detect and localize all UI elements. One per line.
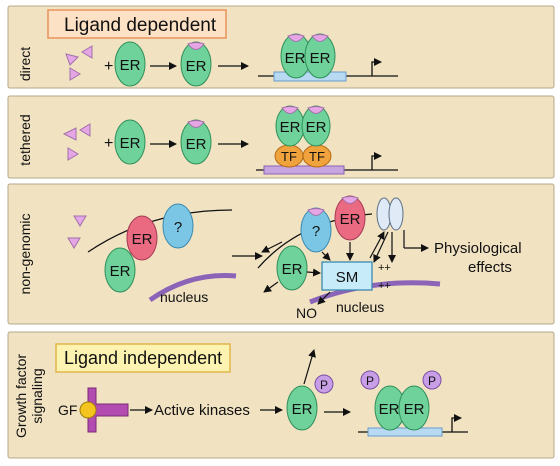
active-kinases-label: Active kinases xyxy=(154,402,250,419)
er-label: ER xyxy=(110,263,131,280)
side-label-tethered: tethered xyxy=(17,114,33,165)
phosphate-icon xyxy=(314,374,334,394)
ligand-dependent-header-box xyxy=(47,9,227,39)
panel-tethered: tethered + ER ER TF TF ER ER xyxy=(7,95,555,179)
dna-response-element xyxy=(263,165,345,175)
arrow xyxy=(261,241,283,253)
arrow xyxy=(306,268,321,277)
nucleus-label: nucleus xyxy=(160,289,208,305)
unknown-label: ? xyxy=(312,223,320,240)
ligand-independent-header-box xyxy=(55,343,231,373)
ligand-icon xyxy=(311,34,329,42)
er-label: ER xyxy=(186,136,207,153)
side-label-growth-factor: Growth factor xyxy=(13,354,29,438)
cell-membrane xyxy=(87,209,233,253)
plus-sign: + xyxy=(104,58,113,75)
panel-non-genomic: non-genomic nucleus nucleus ER ? ER ? ER xyxy=(7,183,555,325)
physiological-label: Physiological xyxy=(434,240,522,257)
er-receptor xyxy=(114,41,146,87)
nucleus-label: nucleus xyxy=(336,299,384,315)
dna-response-element xyxy=(273,71,347,82)
plus-sign: + xyxy=(104,135,113,152)
ligand-icon xyxy=(307,106,325,114)
arrow-to-no xyxy=(317,291,331,305)
ligand-triangles xyxy=(62,123,91,161)
ligand-dependent-header: Ligand dependent xyxy=(64,15,217,36)
ligand-icon xyxy=(307,208,325,216)
transcription-start-arrow xyxy=(371,152,382,170)
er-phosphorylated xyxy=(286,385,318,431)
er-label: ER xyxy=(285,50,306,67)
tf-label: TF xyxy=(281,149,297,164)
ligand-icon xyxy=(287,34,305,42)
ligand-icon xyxy=(67,237,81,249)
er-cytoplasmic xyxy=(104,247,136,293)
er-label: ER xyxy=(282,261,303,278)
phosphate-icon xyxy=(360,370,380,390)
er-label: ER xyxy=(310,50,331,67)
er-label: ER xyxy=(132,231,153,248)
side-label-non-genomic: non-genomic xyxy=(17,214,33,295)
nucleus-membrane xyxy=(148,273,237,303)
side-label-signaling: signaling xyxy=(29,368,45,423)
er-cytoplasmic xyxy=(276,245,308,291)
ligand-icon xyxy=(187,42,205,50)
ligand-triangles xyxy=(67,215,87,249)
ligand-icon xyxy=(341,196,359,204)
ligand-icon xyxy=(79,123,91,137)
er-label: ER xyxy=(120,57,141,74)
no-label: NO xyxy=(296,305,317,321)
unknown-label: ? xyxy=(174,219,182,236)
er-membrane-receptor xyxy=(126,215,158,261)
ligand-icon xyxy=(69,67,81,81)
arrow xyxy=(369,231,385,259)
ligand-icon xyxy=(281,106,299,114)
ligand-independent-header: Ligand independent xyxy=(64,348,222,368)
effects-label: effects xyxy=(468,259,512,276)
panel-growth-factor: Growth factor signaling Ligand independe… xyxy=(7,331,555,459)
plusplus-label: ++ xyxy=(378,280,391,292)
p-label: P xyxy=(428,374,436,388)
plusplus-label: ++ xyxy=(378,262,391,274)
er-dimer-right xyxy=(398,385,430,431)
phosphate-icon xyxy=(422,370,442,390)
p-label: P xyxy=(320,378,328,392)
transcription-start-arrow xyxy=(371,58,382,76)
er-receptor xyxy=(114,119,146,165)
gf-label: GF xyxy=(58,402,77,418)
sm-label: SM xyxy=(336,269,359,286)
sm-box xyxy=(321,261,373,291)
ligand-icon xyxy=(187,120,205,128)
dna-response-element xyxy=(367,427,443,437)
arrow-up xyxy=(303,349,316,385)
ion-channel-icon xyxy=(376,197,404,231)
p-label: P xyxy=(366,374,374,388)
tf-label: TF xyxy=(309,149,325,164)
ligand-icon xyxy=(67,147,79,161)
arrow xyxy=(373,231,389,263)
arrow xyxy=(263,281,279,293)
ligand-icon xyxy=(62,127,77,141)
receptor-kinase-icon xyxy=(79,387,129,433)
er-label: ER xyxy=(120,135,141,152)
unknown-receptor xyxy=(162,203,194,249)
er-label: ER xyxy=(379,401,400,418)
side-label-direct: direct xyxy=(17,47,33,81)
arrow xyxy=(321,251,331,261)
ligand-icon xyxy=(81,45,93,59)
er-label: ER xyxy=(306,119,327,136)
transcription-start-arrow xyxy=(451,414,462,432)
ligand-icon xyxy=(65,53,79,66)
ligand-triangles xyxy=(65,45,93,81)
panel-direct: Ligand dependent direct + ER ER ER ER xyxy=(7,5,555,89)
er-label: ER xyxy=(404,401,425,418)
er-label: ER xyxy=(292,401,313,418)
er-label: ER xyxy=(340,211,361,228)
er-label: ER xyxy=(186,58,207,75)
ligand-icon xyxy=(73,215,87,227)
er-label: ER xyxy=(280,119,301,136)
